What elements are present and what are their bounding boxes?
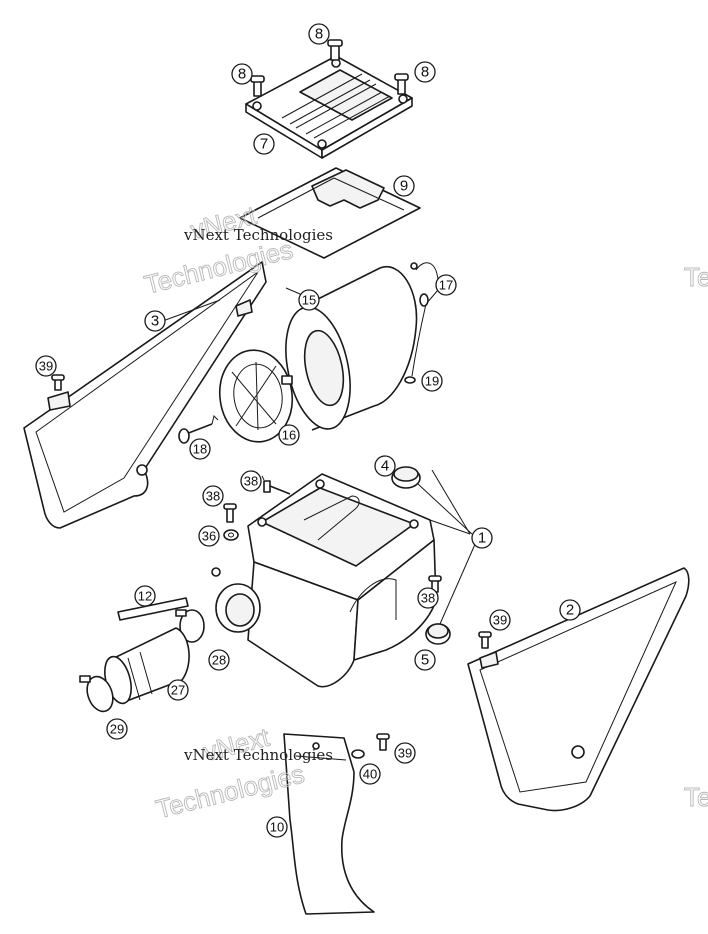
part-8-screw-right <box>394 73 409 95</box>
callout-label: 9 <box>400 178 408 195</box>
callout-17: 17 <box>435 274 457 296</box>
callout-label: 8 <box>421 64 429 81</box>
callout-label: 18 <box>193 442 207 457</box>
part-27-rubber-boot <box>104 627 190 705</box>
callout-3: 3 <box>144 310 166 332</box>
callout-label: 39 <box>398 746 412 761</box>
part-40-washer <box>351 749 365 759</box>
callout-label: 7 <box>260 136 268 153</box>
callout-28: 28 <box>208 649 230 671</box>
part-28-clamp <box>175 609 205 643</box>
part-39-screw-right <box>478 631 492 649</box>
callout-label: 36 <box>202 529 216 544</box>
part-38-screw-a <box>263 480 291 495</box>
callout-label: 1 <box>478 530 486 547</box>
callout-label: 10 <box>270 820 284 835</box>
callout-2: 2 <box>559 599 581 621</box>
callout-label: 17 <box>439 278 453 293</box>
part-7-cover-plate <box>245 55 413 159</box>
callout-label: 4 <box>381 458 389 475</box>
watermark-line-2: Technologies <box>153 758 308 824</box>
callout-19: 19 <box>421 370 443 392</box>
callout-36: 36 <box>198 525 220 547</box>
callout-16: 16 <box>278 424 300 446</box>
part-16-filter-cage <box>218 349 294 443</box>
callout-7: 7 <box>253 133 275 155</box>
callout-label: 29 <box>110 722 124 737</box>
part-19-clip <box>404 376 416 384</box>
callout-label: 8 <box>238 66 246 83</box>
callout-9: 9 <box>393 175 415 197</box>
edge-watermark-bottom: Te <box>684 782 708 812</box>
callout-label: 40 <box>363 767 377 782</box>
callout-label: 27 <box>171 683 185 698</box>
callout-label: 15 <box>302 293 316 308</box>
callout-label: 8 <box>315 26 323 43</box>
callout-8-right: 8 <box>414 61 436 83</box>
part-36-washer <box>223 529 239 541</box>
callout-8-left: 8 <box>231 63 253 85</box>
part-39-screw-bottom <box>376 733 390 751</box>
callout-1: 1 <box>471 527 493 549</box>
callout-label: 38 <box>421 591 435 606</box>
callout-label: 3 <box>151 313 159 330</box>
callout-38-b: 38 <box>202 485 224 507</box>
part-12-hose <box>117 597 189 621</box>
callout-38-c: 38 <box>417 587 439 609</box>
part-2-right-side-panel <box>467 567 690 812</box>
callout-5: 5 <box>414 649 436 671</box>
watermark-line-2: Technologies <box>141 234 296 300</box>
callout-39-right: 39 <box>489 609 511 631</box>
callout-29: 29 <box>106 718 128 740</box>
part-4-plug <box>391 466 421 489</box>
callout-label: 39 <box>493 613 507 628</box>
callout-38-a: 38 <box>240 470 262 492</box>
part-3-left-side-panel <box>23 261 267 529</box>
callout-8-top: 8 <box>308 23 330 45</box>
part-18-pin <box>178 415 219 444</box>
part-5-plug <box>425 623 451 645</box>
part-39-screw-left <box>51 374 65 391</box>
callout-4: 4 <box>374 455 396 477</box>
callout-label: 38 <box>244 474 258 489</box>
callout-label: 19 <box>425 374 439 389</box>
part-8-screw-top <box>327 39 343 61</box>
part-38-screw-b <box>223 503 237 523</box>
part-1-airbox <box>211 473 437 688</box>
callout-39-left: 39 <box>35 355 57 377</box>
callout-label: 39 <box>39 359 53 374</box>
callout-15: 15 <box>298 289 320 311</box>
edge-watermark-top: Te <box>684 262 708 292</box>
watermark-bottom: vNext Technologies <box>152 721 308 824</box>
part-10-mud-guard <box>283 733 375 915</box>
callout-label: 28 <box>212 653 226 668</box>
callout-label: 5 <box>421 652 429 669</box>
watermark-overlay-bottom: vNext Technologies <box>183 746 333 764</box>
callout-label: 38 <box>206 489 220 504</box>
callout-27: 27 <box>167 679 189 701</box>
callout-40: 40 <box>359 763 381 785</box>
part-9-gasket <box>239 167 421 259</box>
callout-label: 2 <box>566 602 574 619</box>
part-8-screw-left <box>250 75 265 97</box>
callout-10: 10 <box>266 816 288 838</box>
callout-label: 12 <box>138 589 152 604</box>
part-29-clamp <box>79 675 114 713</box>
part-15-air-filter <box>285 265 418 431</box>
callout-12: 12 <box>134 585 156 607</box>
callout-label: 16 <box>282 428 296 443</box>
callout-18: 18 <box>189 438 211 460</box>
callout-39-bottom: 39 <box>394 742 416 764</box>
watermark-overlay-top: vNext Technologies <box>183 226 333 244</box>
